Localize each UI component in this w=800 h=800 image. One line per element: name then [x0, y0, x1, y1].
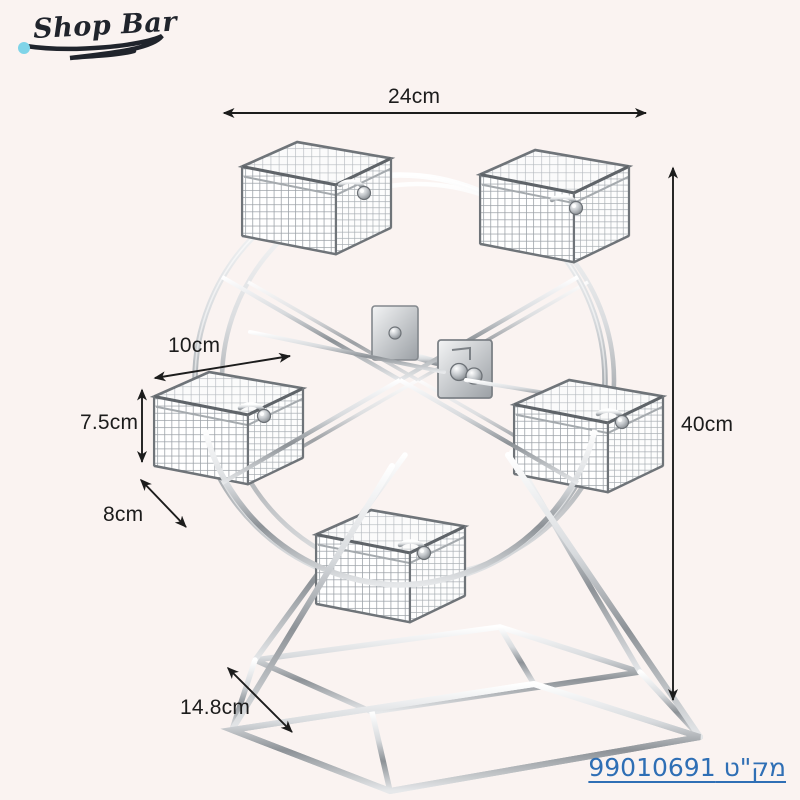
stand-front-legs-overlay	[220, 452, 703, 795]
dimension-label-overall-height: 40cm	[681, 413, 734, 436]
dimension-lines	[137, 108, 678, 733]
logo-dot-icon	[18, 42, 30, 54]
wheel-hub-front	[437, 339, 493, 399]
dimline-basket-width	[153, 352, 291, 382]
basket-top-right	[478, 148, 631, 264]
dimension-label-overall-width: 24cm	[388, 85, 441, 108]
dimension-label-basket-depth: 8cm	[103, 503, 144, 526]
dimension-label-basket-width: 10cm	[168, 334, 221, 357]
stand-base-frame	[229, 449, 703, 794]
basket-middle-right	[512, 378, 665, 494]
logo-swash-icon	[18, 33, 164, 61]
brand-logo: Shop Bar	[12, 6, 182, 76]
basket-middle-left	[152, 370, 305, 486]
dimension-label-base-depth: 14.8cm	[180, 696, 251, 719]
dimline-basket-depth	[139, 478, 187, 528]
wheel-hub-rear	[371, 305, 419, 361]
basket-bottom-center	[314, 508, 467, 624]
wheel-front-rim-overlay	[202, 378, 598, 588]
sku-link[interactable]: מק"ט 99010691	[588, 753, 786, 782]
dimline-base-depth	[226, 666, 293, 733]
dimension-label-basket-height: 7.5cm	[80, 411, 139, 434]
